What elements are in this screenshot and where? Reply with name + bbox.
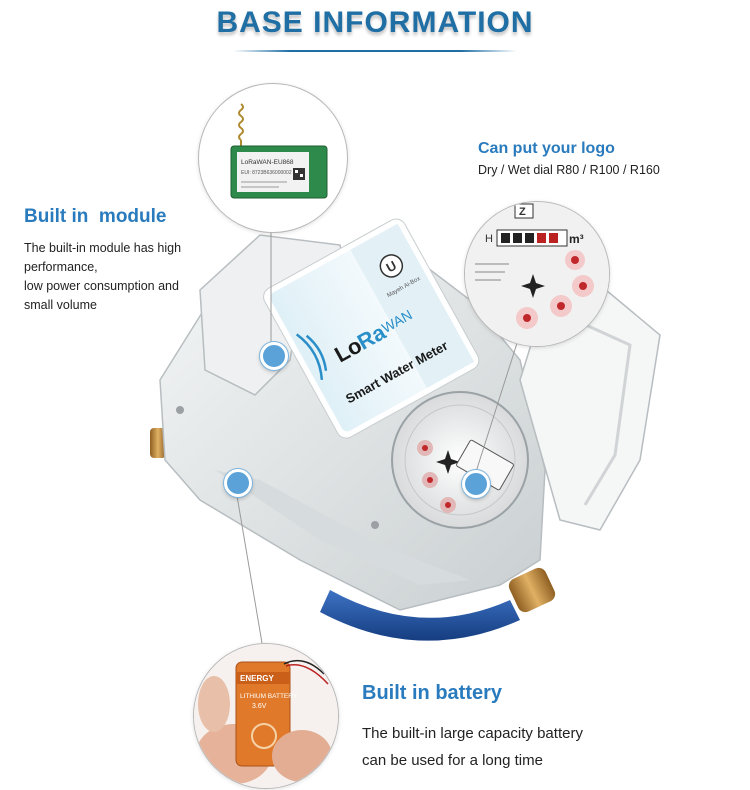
dial-zoom-circle: Z H m³ [464,201,610,347]
title-underline [233,50,517,52]
connector-dial [474,339,519,476]
module-line-2: performance, [24,260,98,274]
dial-badge: Z [519,206,526,218]
battery-line-1: The built-in large capacity battery [362,725,583,742]
dial-closeup-image: Z H m³ [465,202,609,346]
meter-cover [519,284,661,531]
brass-fitting-right [508,567,556,613]
meter-pipe [320,590,520,641]
battery-hotspot-dot [224,469,252,497]
module-hotspot-dot [260,342,288,370]
battery-voltage: 3.6V [252,703,267,710]
battery-brand: ENERGY [240,674,274,683]
meter-label-plate [263,218,480,439]
logo-description: Dry / Wet dial R80 / R100 / R160 [478,163,660,177]
dial-hotspot-dot [462,470,490,498]
meter-ridge [215,470,470,585]
battery-description: The built-in large capacity battery can … [362,720,583,774]
battery-in-hand-image: ENERGY LITHIUM BATTERY 3.6V [194,644,338,788]
logo-heading: Can put your logo [478,140,615,157]
dial-red-pointers [417,440,456,513]
battery-zoom-circle: ENERGY LITHIUM BATTERY 3.6V [193,643,339,789]
battery-heading: Built in battery [362,682,503,704]
module-label-line1: LoRaWAN-EU868 [241,159,294,166]
dial-star [436,450,460,474]
module-line-3: low power consumption and [24,279,179,293]
module-line-4: small volume [24,298,97,312]
page-title: BASE INFORMATION [216,6,534,39]
module-description: The built-in module has high performance… [24,239,214,315]
module-heading: Built in module [24,206,167,227]
module-line-1: The built-in module has high [24,241,182,255]
dial-unit: m³ [569,232,584,246]
module-label-line2: EUI: 8723B636000002 [241,170,292,176]
battery-line-2: can be used for a long time [362,752,543,769]
module-zoom-circle: LoRaWAN-EU868 EUI: 8723B636000002 [198,83,348,233]
lorawan-module-image: LoRaWAN-EU868 EUI: 8723B636000002 [230,103,328,199]
connector-battery [235,489,263,644]
dial-h-label: H [485,233,493,245]
battery-type: LITHIUM BATTERY [240,693,298,700]
brass-fitting-left [150,428,166,458]
